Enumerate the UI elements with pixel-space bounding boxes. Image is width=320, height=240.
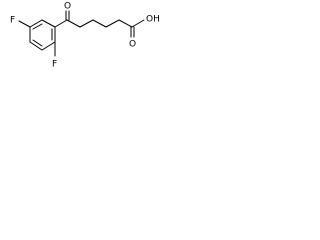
fluorine-bottom-label: F xyxy=(52,60,57,70)
ring-inner-bond-1 xyxy=(32,23,43,30)
carbonyl-oxygen-label: O xyxy=(64,2,71,12)
chain-bond-3 xyxy=(92,19,107,28)
fluorine-top-bond xyxy=(18,20,31,28)
ring-to-carbonyl-bond xyxy=(54,19,68,28)
ring-bond-1 xyxy=(29,19,43,28)
structure-diagram: F F O OH O xyxy=(0,0,191,74)
acid-oh-label: OH xyxy=(146,15,160,25)
skeletal-formula: F F O OH O xyxy=(10,2,160,70)
acid-carbonyl-oxygen-label: O xyxy=(129,40,136,50)
ring-bond-4 xyxy=(41,41,56,51)
chain-bond-5 xyxy=(118,19,133,28)
chain-bond-1 xyxy=(66,19,81,28)
fluorine-top-label: F xyxy=(10,16,15,26)
chain-bond-2 xyxy=(79,19,94,28)
ring-inner-bond-3 xyxy=(32,39,43,47)
ring-bond-2 xyxy=(41,19,56,28)
chain-bond-4 xyxy=(105,19,120,28)
acid-hydroxyl-bond xyxy=(131,19,145,28)
ring-bond-5 xyxy=(29,41,43,51)
